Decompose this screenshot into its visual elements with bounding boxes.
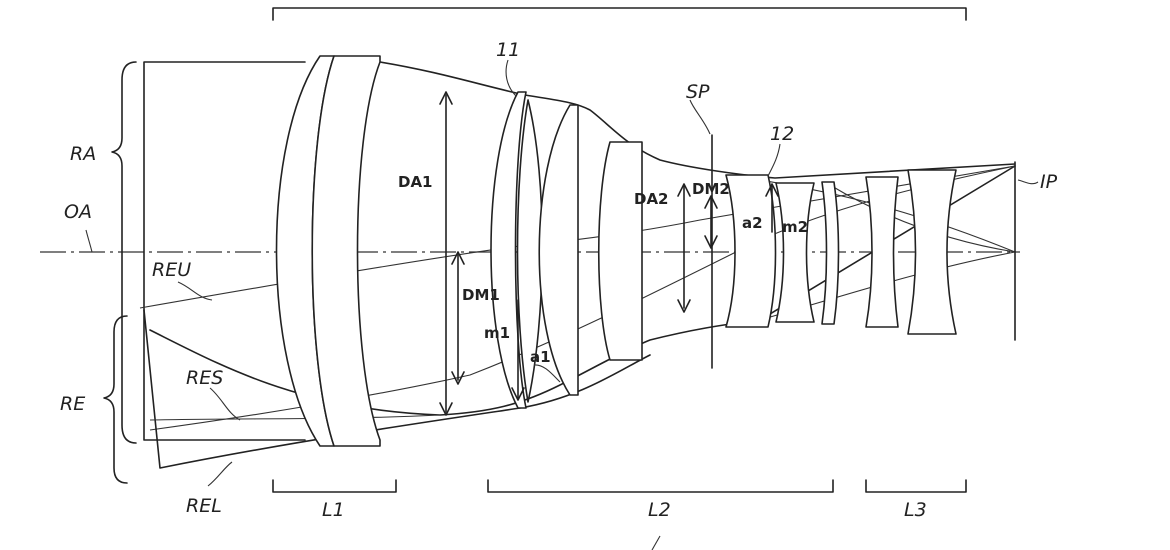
lens-l2-5: [726, 175, 776, 327]
lens-l2-4: [599, 142, 642, 360]
label-a2: a2: [742, 214, 763, 232]
label-m2: m2: [782, 218, 808, 236]
label-oa: OA: [64, 201, 92, 223]
label-reu: REU: [152, 259, 191, 281]
leader-rel: [208, 462, 232, 486]
leader-ip: [1018, 180, 1038, 184]
label-da1: DA1: [398, 173, 433, 191]
label-l1: L1: [322, 499, 345, 521]
leader-sp: [690, 100, 710, 134]
label-dm2: DM2: [692, 180, 730, 198]
label-sp: SP: [686, 81, 710, 103]
label-dm1: DM1: [462, 286, 500, 304]
leader-12: [768, 144, 780, 176]
top-bracket: [273, 8, 966, 20]
label-da2: DA2: [634, 190, 669, 208]
label-ip: IP: [1040, 171, 1058, 193]
label-12: 12: [770, 123, 794, 145]
label-a1: a1: [530, 348, 551, 366]
label-l2: L2: [648, 499, 671, 521]
lens-l1-rear: [312, 56, 380, 446]
ray-lower-2: [150, 415, 440, 420]
bracket-l3: [866, 480, 966, 492]
tick-bottom: [652, 536, 660, 550]
label-l3: L3: [904, 499, 927, 521]
label-rel: REL: [186, 495, 222, 517]
label-res: RES: [186, 367, 223, 389]
bracket-l2: [488, 480, 833, 492]
lens-l2-7: [822, 182, 839, 324]
label-11: 11: [496, 39, 520, 61]
label-m1: m1: [484, 324, 510, 342]
label-ra: RA: [70, 143, 96, 165]
upper-envelope-ray: [380, 62, 1015, 178]
leader-oa: [86, 230, 92, 252]
leader-reu: [178, 282, 212, 300]
bracket-l1: [273, 480, 396, 492]
re-brace: [104, 316, 127, 483]
label-re: RE: [60, 393, 85, 415]
leader-res: [210, 388, 240, 420]
